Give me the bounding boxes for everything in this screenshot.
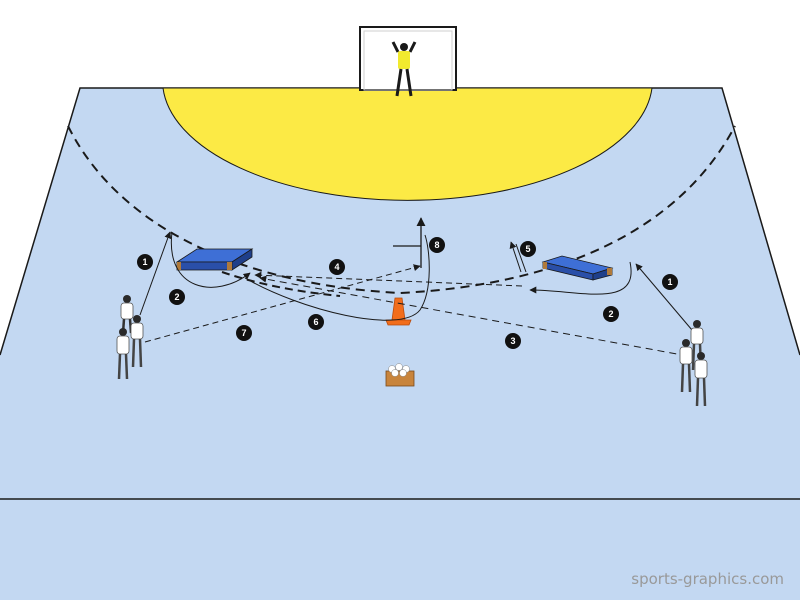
free-throw-line [67,125,736,295]
step-marker-7: 7 [236,325,252,341]
svg-text:4: 4 [334,262,339,272]
svg-text:5: 5 [525,244,530,254]
step-marker-5: 5 [520,241,536,257]
mat-left [175,248,254,271]
step-marker-1-left: 1 [137,254,153,270]
mat-right [541,255,614,281]
svg-text:8: 8 [434,240,439,250]
player-icon [694,352,708,407]
pass-path-center [221,271,341,297]
svg-text:7: 7 [241,328,246,338]
run-path-5a [509,241,522,273]
svg-text:6: 6 [313,317,318,327]
watermark: sports-graphics.com [631,570,784,588]
run-path-left-2 [170,231,251,288]
step-marker-1-right: 1 [662,274,678,290]
svg-text:3: 3 [510,336,515,346]
ball-box-icon [385,363,415,387]
run-path-right-1 [635,263,693,331]
pass-path-4 [254,271,523,287]
step-marker-2-right: 2 [603,306,619,322]
step-marker-8: 8 [429,237,445,253]
player-icon [130,315,144,368]
step-marker-3: 3 [505,333,521,349]
goal-area [162,87,653,201]
svg-text:1: 1 [667,277,672,287]
run-path-right-2 [529,261,632,295]
run-path-5b [515,243,527,273]
run-path-6 [244,234,430,321]
player-icon [116,328,130,380]
step-marker-4: 4 [329,259,345,275]
player-icon [679,339,693,393]
pass-path-3 [259,275,689,357]
step-marker-2-left: 2 [169,289,185,305]
player-icon [690,320,704,371]
step-marker-6: 6 [308,314,324,330]
goalkeeper-icon [391,41,417,97]
pass-path-7 [144,264,421,343]
svg-text:1: 1 [142,257,147,267]
court-half-surface [0,88,800,600]
svg-text:2: 2 [608,309,613,319]
svg-text:2: 2 [174,292,179,302]
run-path-left-1 [139,231,172,316]
